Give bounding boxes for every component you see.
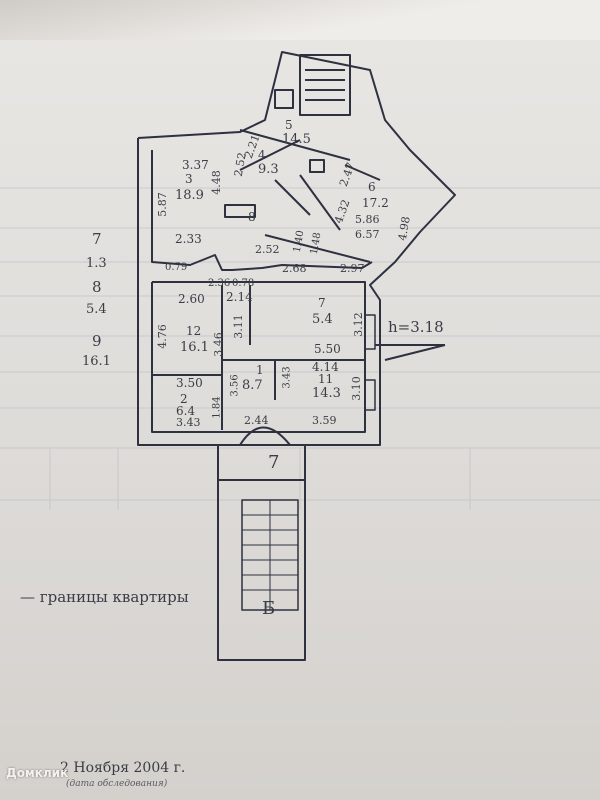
side-list-7-area: 1.3: [86, 256, 107, 271]
room-2-number: 2: [180, 392, 188, 406]
room-8-number: 8: [248, 210, 256, 224]
side-list-8-num: 8: [92, 278, 102, 296]
room-10-area: 5.4: [312, 312, 333, 327]
survey-date-caption: (дата обследования): [66, 779, 168, 789]
survey-date: 2 Ноября 2004 г.: [60, 760, 186, 776]
room-3-width: 3.37: [182, 158, 209, 172]
dim-2-36: 2.36: [208, 278, 231, 289]
ceiling-height: h=3.18: [388, 318, 444, 336]
upper-outline: [137, 51, 456, 446]
room-2-dim3: 3.43: [176, 416, 201, 429]
room-6-dim4: 6.57: [355, 228, 380, 241]
room-3-dim2: 4.48: [209, 170, 223, 195]
room-11-dim: 4.14: [312, 360, 339, 374]
stair-label-b: Б: [262, 598, 276, 619]
room-3-dim3: 2.33: [175, 232, 202, 246]
room-8-dim: 2.52: [255, 243, 280, 256]
room-2-area: 6.4: [176, 404, 196, 418]
room-12-dim2: 2.14: [226, 290, 253, 304]
room-4-number: 4: [258, 148, 266, 162]
dim-2-97: 2.97: [340, 262, 365, 275]
room-6-dim3: 5.86: [355, 213, 380, 226]
room-6-area: 17.2: [362, 196, 389, 210]
room-11-number: 11: [318, 372, 334, 386]
side-list-9-area: 16.1: [82, 354, 111, 369]
room-12-dim3: 4.76: [155, 324, 169, 349]
room-1-number: 1: [256, 363, 264, 377]
room-12-dim: 2.60: [178, 292, 205, 306]
room-10-dim2: 3.12: [351, 312, 365, 337]
room-11-dim3: 3.59: [312, 414, 337, 427]
dim-0-79: 0.79: [165, 262, 188, 273]
room-5-number: 5: [285, 118, 293, 132]
paper-top-edge: [0, 0, 600, 40]
room-3-area: 18.9: [175, 188, 204, 203]
room-2-dim: 3.50: [176, 376, 203, 390]
legend-apartment-boundaries: — границы квартиры: [20, 588, 189, 606]
lower-block-outline: [151, 281, 366, 433]
room-11-dim2: 3.10: [349, 376, 363, 401]
room-10-dim: 5.50: [314, 342, 341, 356]
side-list-8-area: 5.4: [86, 302, 107, 317]
room-1-area: 8.7: [242, 378, 263, 393]
room-2-dim2: 1.84: [211, 396, 223, 419]
room-3-dim: 5.87: [155, 192, 169, 217]
room-3-number: 3: [185, 172, 193, 186]
dim-0-78: 0.78: [232, 278, 255, 289]
room-1-dim: 3.56: [229, 374, 241, 397]
room-10-number: 7: [318, 296, 326, 310]
watermark-logo: Домклик: [6, 766, 69, 780]
room-12-number: 12: [186, 324, 202, 338]
room-1-dim2: 3.43: [281, 366, 293, 389]
room-11-area: 14.3: [312, 386, 341, 401]
room-4-area: 9.3: [258, 162, 279, 177]
room-12-dim5: 3.11: [231, 314, 245, 339]
room-12-area: 16.1: [180, 340, 209, 355]
room-5-area: 14.5: [282, 132, 311, 147]
room-6-number: 6: [368, 180, 376, 194]
side-list-9-num: 9: [92, 332, 102, 350]
room-8-dim2: 2.68: [282, 262, 307, 275]
room-12-dim4: 3.46: [211, 332, 225, 357]
stair-label-7: 7: [268, 452, 280, 473]
side-list-7-num: 7: [92, 230, 102, 248]
dim-2-44: 2.44: [244, 414, 269, 427]
